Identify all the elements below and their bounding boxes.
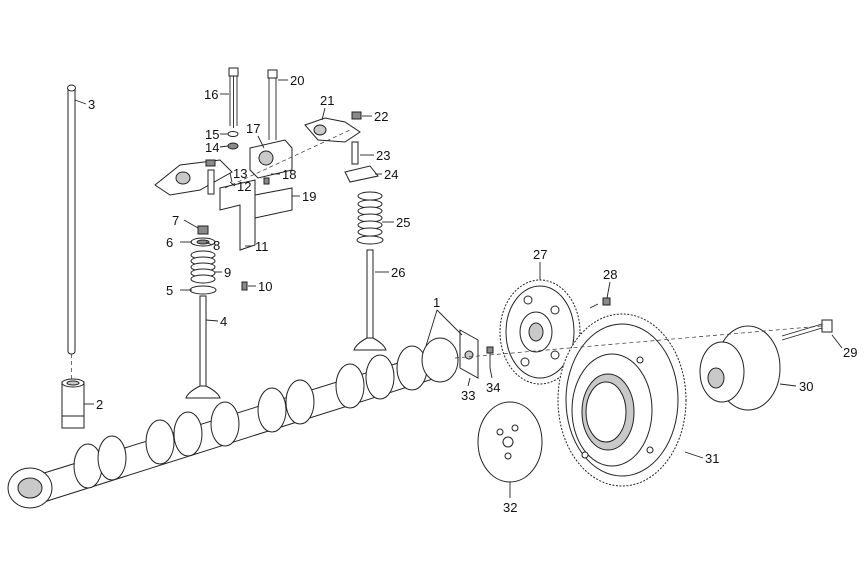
valve-spring-left [190, 250, 216, 284]
callout-20: 20 [290, 73, 304, 88]
gear-bolt-28 [589, 297, 611, 309]
callout-34: 34 [486, 380, 500, 395]
callout-23: 23 [376, 148, 390, 163]
adjusting-screw-left [205, 159, 216, 195]
callout-32: 32 [503, 500, 517, 515]
callout-18: 18 [282, 167, 296, 182]
rocker-support [219, 179, 293, 251]
callout-15: 15 [205, 127, 219, 142]
rocker-bolt-right [267, 69, 278, 140]
callout-22: 22 [374, 109, 388, 124]
callout-24: 24 [384, 167, 398, 182]
callout-27: 27 [533, 247, 547, 262]
callout-5: 5 [166, 283, 173, 298]
idler-gear [557, 313, 687, 487]
callout-2: 2 [96, 397, 103, 412]
callout-29: 29 [843, 345, 857, 360]
thrust-plate [459, 329, 479, 379]
valve-keeper-left [197, 225, 209, 235]
callout-21: 21 [320, 93, 334, 108]
leader-lines [74, 79, 843, 498]
rocker-bracket [249, 139, 293, 179]
callout-19: 19 [302, 189, 316, 204]
thrust-plate-bolt [486, 346, 494, 368]
valve-left [185, 295, 221, 399]
rocker-bolt-left [228, 67, 239, 128]
callout-26: 26 [391, 265, 405, 280]
adjusting-nut-right [351, 111, 362, 120]
callout-28: 28 [603, 267, 617, 282]
gear-hub [699, 325, 781, 411]
callout-31: 31 [705, 451, 719, 466]
spring-seat-left [189, 285, 217, 295]
push-rod [67, 84, 76, 355]
callout-8: 8 [213, 238, 220, 253]
callout-17: 17 [246, 121, 260, 136]
washers [227, 131, 239, 150]
tappet [61, 378, 85, 429]
callout-16: 16 [204, 87, 218, 102]
callout-9: 9 [224, 265, 231, 280]
callout-25: 25 [396, 215, 410, 230]
callout-13: 13 [233, 166, 247, 181]
thrust-washer-plate [477, 401, 543, 483]
callout-30: 30 [799, 379, 813, 394]
callout-11: 11 [255, 239, 269, 254]
callout-labels: 3 2 4 5 6 7 8 9 10 11 12 13 14 15 16 17 … [88, 73, 857, 515]
camshaft [7, 337, 459, 509]
callout-33: 33 [461, 388, 475, 403]
callout-12: 12 [237, 179, 251, 194]
callout-14: 14 [205, 140, 219, 155]
valve-right [353, 249, 387, 351]
callout-7: 7 [172, 213, 179, 228]
rocker-arm-right [304, 117, 361, 143]
callout-10: 10 [258, 279, 272, 294]
callout-6: 6 [166, 235, 173, 250]
valve-spring-right [356, 191, 384, 245]
small-pin [241, 177, 270, 291]
valve-bridge-right [344, 165, 379, 183]
callout-3: 3 [88, 97, 95, 112]
rocker-arm-left [154, 159, 233, 196]
callout-1: 1 [433, 295, 440, 310]
callout-4: 4 [220, 314, 227, 329]
camshaft-gear [499, 279, 581, 385]
hub-bolt [781, 319, 833, 341]
adjusting-screw-right [351, 141, 359, 165]
